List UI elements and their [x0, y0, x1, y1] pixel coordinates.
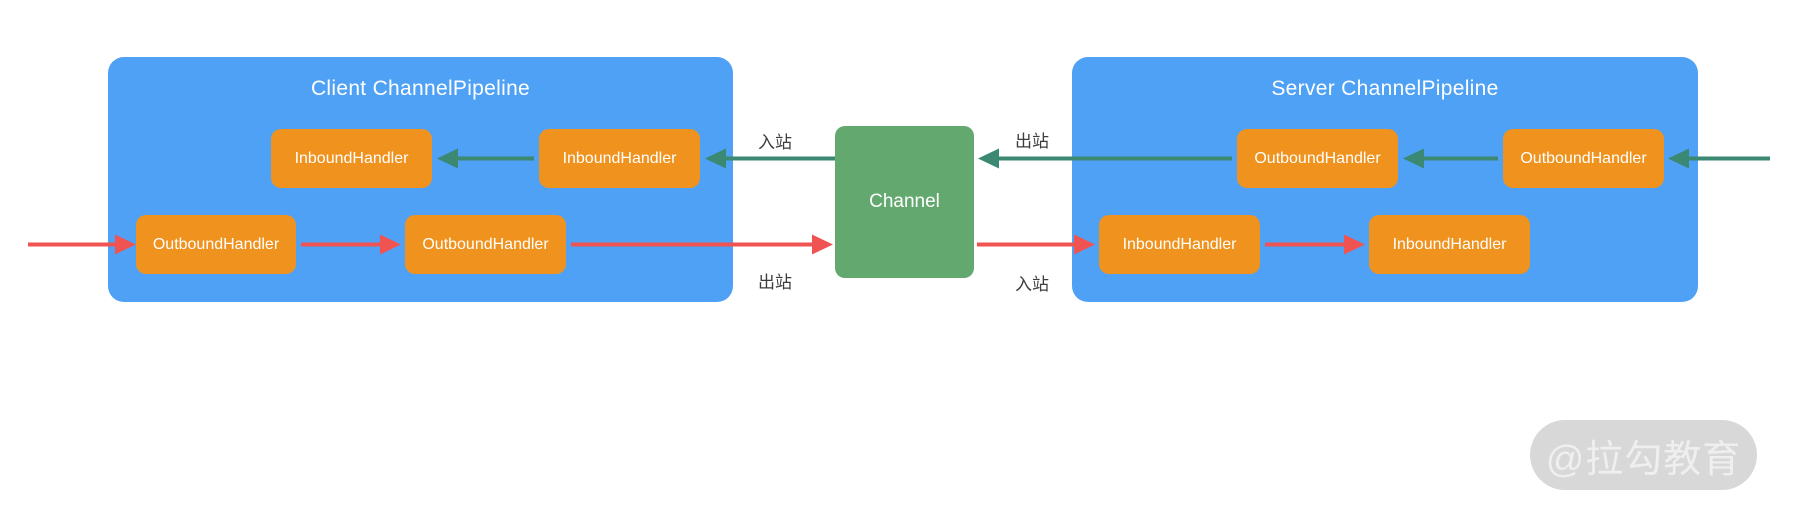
- inbound-label-right: 入站: [1015, 275, 1049, 294]
- client-inbound-handler-2: InboundHandler: [539, 129, 700, 188]
- channel-label: Channel: [869, 191, 940, 212]
- handler-label: InboundHandler: [1392, 235, 1507, 253]
- handler-label: OutboundHandler: [1520, 149, 1647, 167]
- handler-label: InboundHandler: [562, 149, 677, 167]
- handler-label: OutboundHandler: [422, 235, 549, 253]
- watermark-badge: @拉勾教育: [1530, 420, 1757, 490]
- handler-label: OutboundHandler: [1254, 149, 1381, 167]
- client-outbound-handler-1: OutboundHandler: [136, 215, 296, 274]
- handler-label: OutboundHandler: [152, 235, 280, 253]
- watermark-text: @拉勾教育: [1545, 438, 1742, 481]
- inbound-label-left: 入站: [758, 133, 792, 152]
- server-pipeline-title: Server ChannelPipeline: [1271, 77, 1499, 100]
- client-outbound-handler-2: OutboundHandler: [405, 215, 566, 274]
- server-outbound-handler-2: OutboundHandler: [1503, 129, 1664, 188]
- outbound-label-left: 出站: [758, 273, 792, 292]
- client-pipeline-title: Client ChannelPipeline: [310, 77, 531, 100]
- handler-label: InboundHandler: [1122, 235, 1237, 253]
- server-inbound-handler-1: InboundHandler: [1099, 215, 1260, 274]
- client-inbound-handler-1: InboundHandler: [271, 129, 432, 188]
- outbound-label-right: 出站: [1015, 132, 1049, 151]
- server-outbound-handler-1: OutboundHandler: [1237, 129, 1398, 188]
- server-inbound-handler-2: InboundHandler: [1369, 215, 1530, 274]
- handler-label: InboundHandler: [294, 149, 409, 167]
- channel-box: Channel: [835, 126, 974, 278]
